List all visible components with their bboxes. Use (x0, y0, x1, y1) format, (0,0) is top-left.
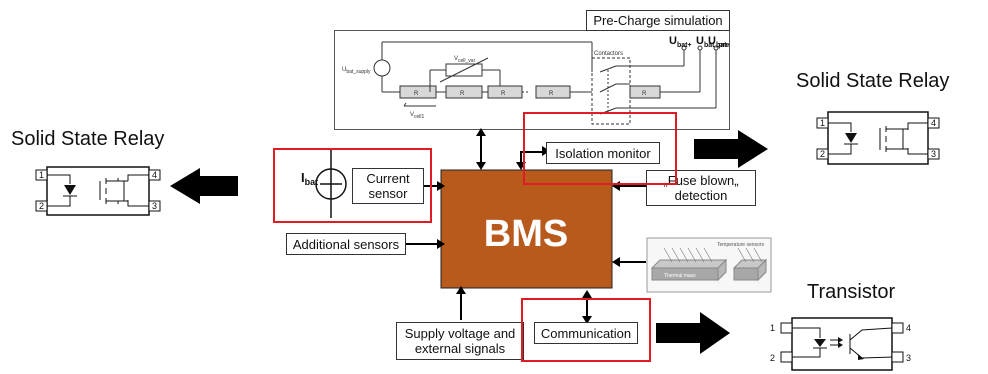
transistor-component: 1 2 4 3 (770, 317, 911, 371)
highlight-isolation-monitor (523, 112, 677, 185)
supply-line1: Supply voltage and (404, 326, 516, 341)
current-sensor-label-line1: Current (366, 171, 410, 186)
svg-text:R: R (549, 91, 554, 97)
highlight-current-sensor (273, 148, 432, 223)
bms-label: BMS (484, 213, 568, 255)
svg-text:R: R (642, 91, 647, 97)
bms-block (440, 169, 613, 289)
connectors (405, 134, 646, 320)
additional-sensors-label: Additional sensors (292, 236, 400, 252)
svg-text:Thermal mass: Thermal mass (664, 273, 696, 279)
precharge-title: Pre-Charge simulation (586, 10, 730, 31)
temperature-sensors-illustration: Temperature sensors Thermal mass (646, 237, 772, 293)
left-ssr-arrow (170, 168, 238, 204)
additional-sensors-box: Additional sensors (286, 233, 406, 255)
svg-text:Ubat-: Ubat- (708, 35, 729, 49)
transistor-heading: Transistor (807, 281, 896, 303)
current-sensor-label-line2: sensor (368, 186, 408, 201)
transistor-arrow (656, 312, 730, 354)
right-ssr-arrow (694, 130, 768, 168)
svg-text:4: 4 (931, 118, 936, 128)
fuse-blown-box: „Fuse blown„ detection (646, 170, 756, 206)
svg-text:3: 3 (931, 149, 936, 159)
precharge-labels: Ubat_supply Vcell_var Vcell1 R R R R R C… (342, 51, 647, 120)
svg-text:Vcell_var: Vcell_var (454, 56, 476, 64)
svg-text:Ubat+: Ubat+ (669, 35, 692, 49)
fuse-blown-line1: „Fuse blown„ (663, 173, 739, 188)
communication-box: Communication (534, 322, 638, 344)
svg-text:1: 1 (770, 323, 775, 333)
svg-text:4: 4 (906, 323, 911, 333)
current-sensor-symbol (315, 150, 347, 218)
precharge-title-text: Pre-Charge simulation (593, 13, 723, 28)
supply-voltage-box: Supply voltage and external signals (396, 322, 524, 360)
svg-text:2: 2 (39, 201, 44, 211)
left-ssr-heading: Solid State Relay (11, 128, 165, 150)
svg-text:1: 1 (820, 118, 825, 128)
highlight-communication (521, 298, 651, 362)
svg-text:Ubat_supply: Ubat_supply (342, 67, 371, 75)
svg-text:Ubat_pre: Ubat_pre (696, 35, 729, 49)
right-ssr-component: 1 2 4 3 (816, 111, 940, 165)
svg-text:R: R (501, 91, 506, 97)
precharge-circuit (373, 41, 719, 125)
i-bat-label: Ibat (301, 170, 318, 187)
right-ssr-heading: Solid State Relay (796, 70, 950, 92)
fuse-blown-line2: detection (674, 188, 728, 203)
isolation-monitor-box: Isolation monitor (546, 142, 660, 164)
svg-text:4: 4 (152, 170, 157, 180)
svg-text:3: 3 (152, 201, 157, 211)
connector-arrowheads (437, 128, 620, 324)
svg-text:3: 3 (906, 353, 911, 363)
current-sensor-box: Current sensor (352, 168, 424, 204)
svg-text:2: 2 (770, 353, 775, 363)
supply-source-symbol (373, 59, 391, 77)
svg-text:R: R (414, 91, 419, 97)
communication-label: Communication (540, 325, 632, 341)
svg-text:Contactors: Contactors (594, 51, 623, 57)
battery-terminal-labels: Ubat+ Ubat_pre Ubat- (669, 35, 729, 49)
svg-text:2: 2 (820, 149, 825, 159)
svg-text:Vcell1: Vcell1 (410, 112, 425, 120)
svg-text:1: 1 (39, 170, 44, 180)
supply-line2: external signals (414, 341, 506, 356)
isolation-monitor-label: Isolation monitor (555, 145, 651, 161)
left-ssr-component: 1 2 4 3 (35, 166, 161, 216)
svg-text:Temperature sensors: Temperature sensors (717, 242, 764, 248)
svg-text:R: R (460, 91, 465, 97)
